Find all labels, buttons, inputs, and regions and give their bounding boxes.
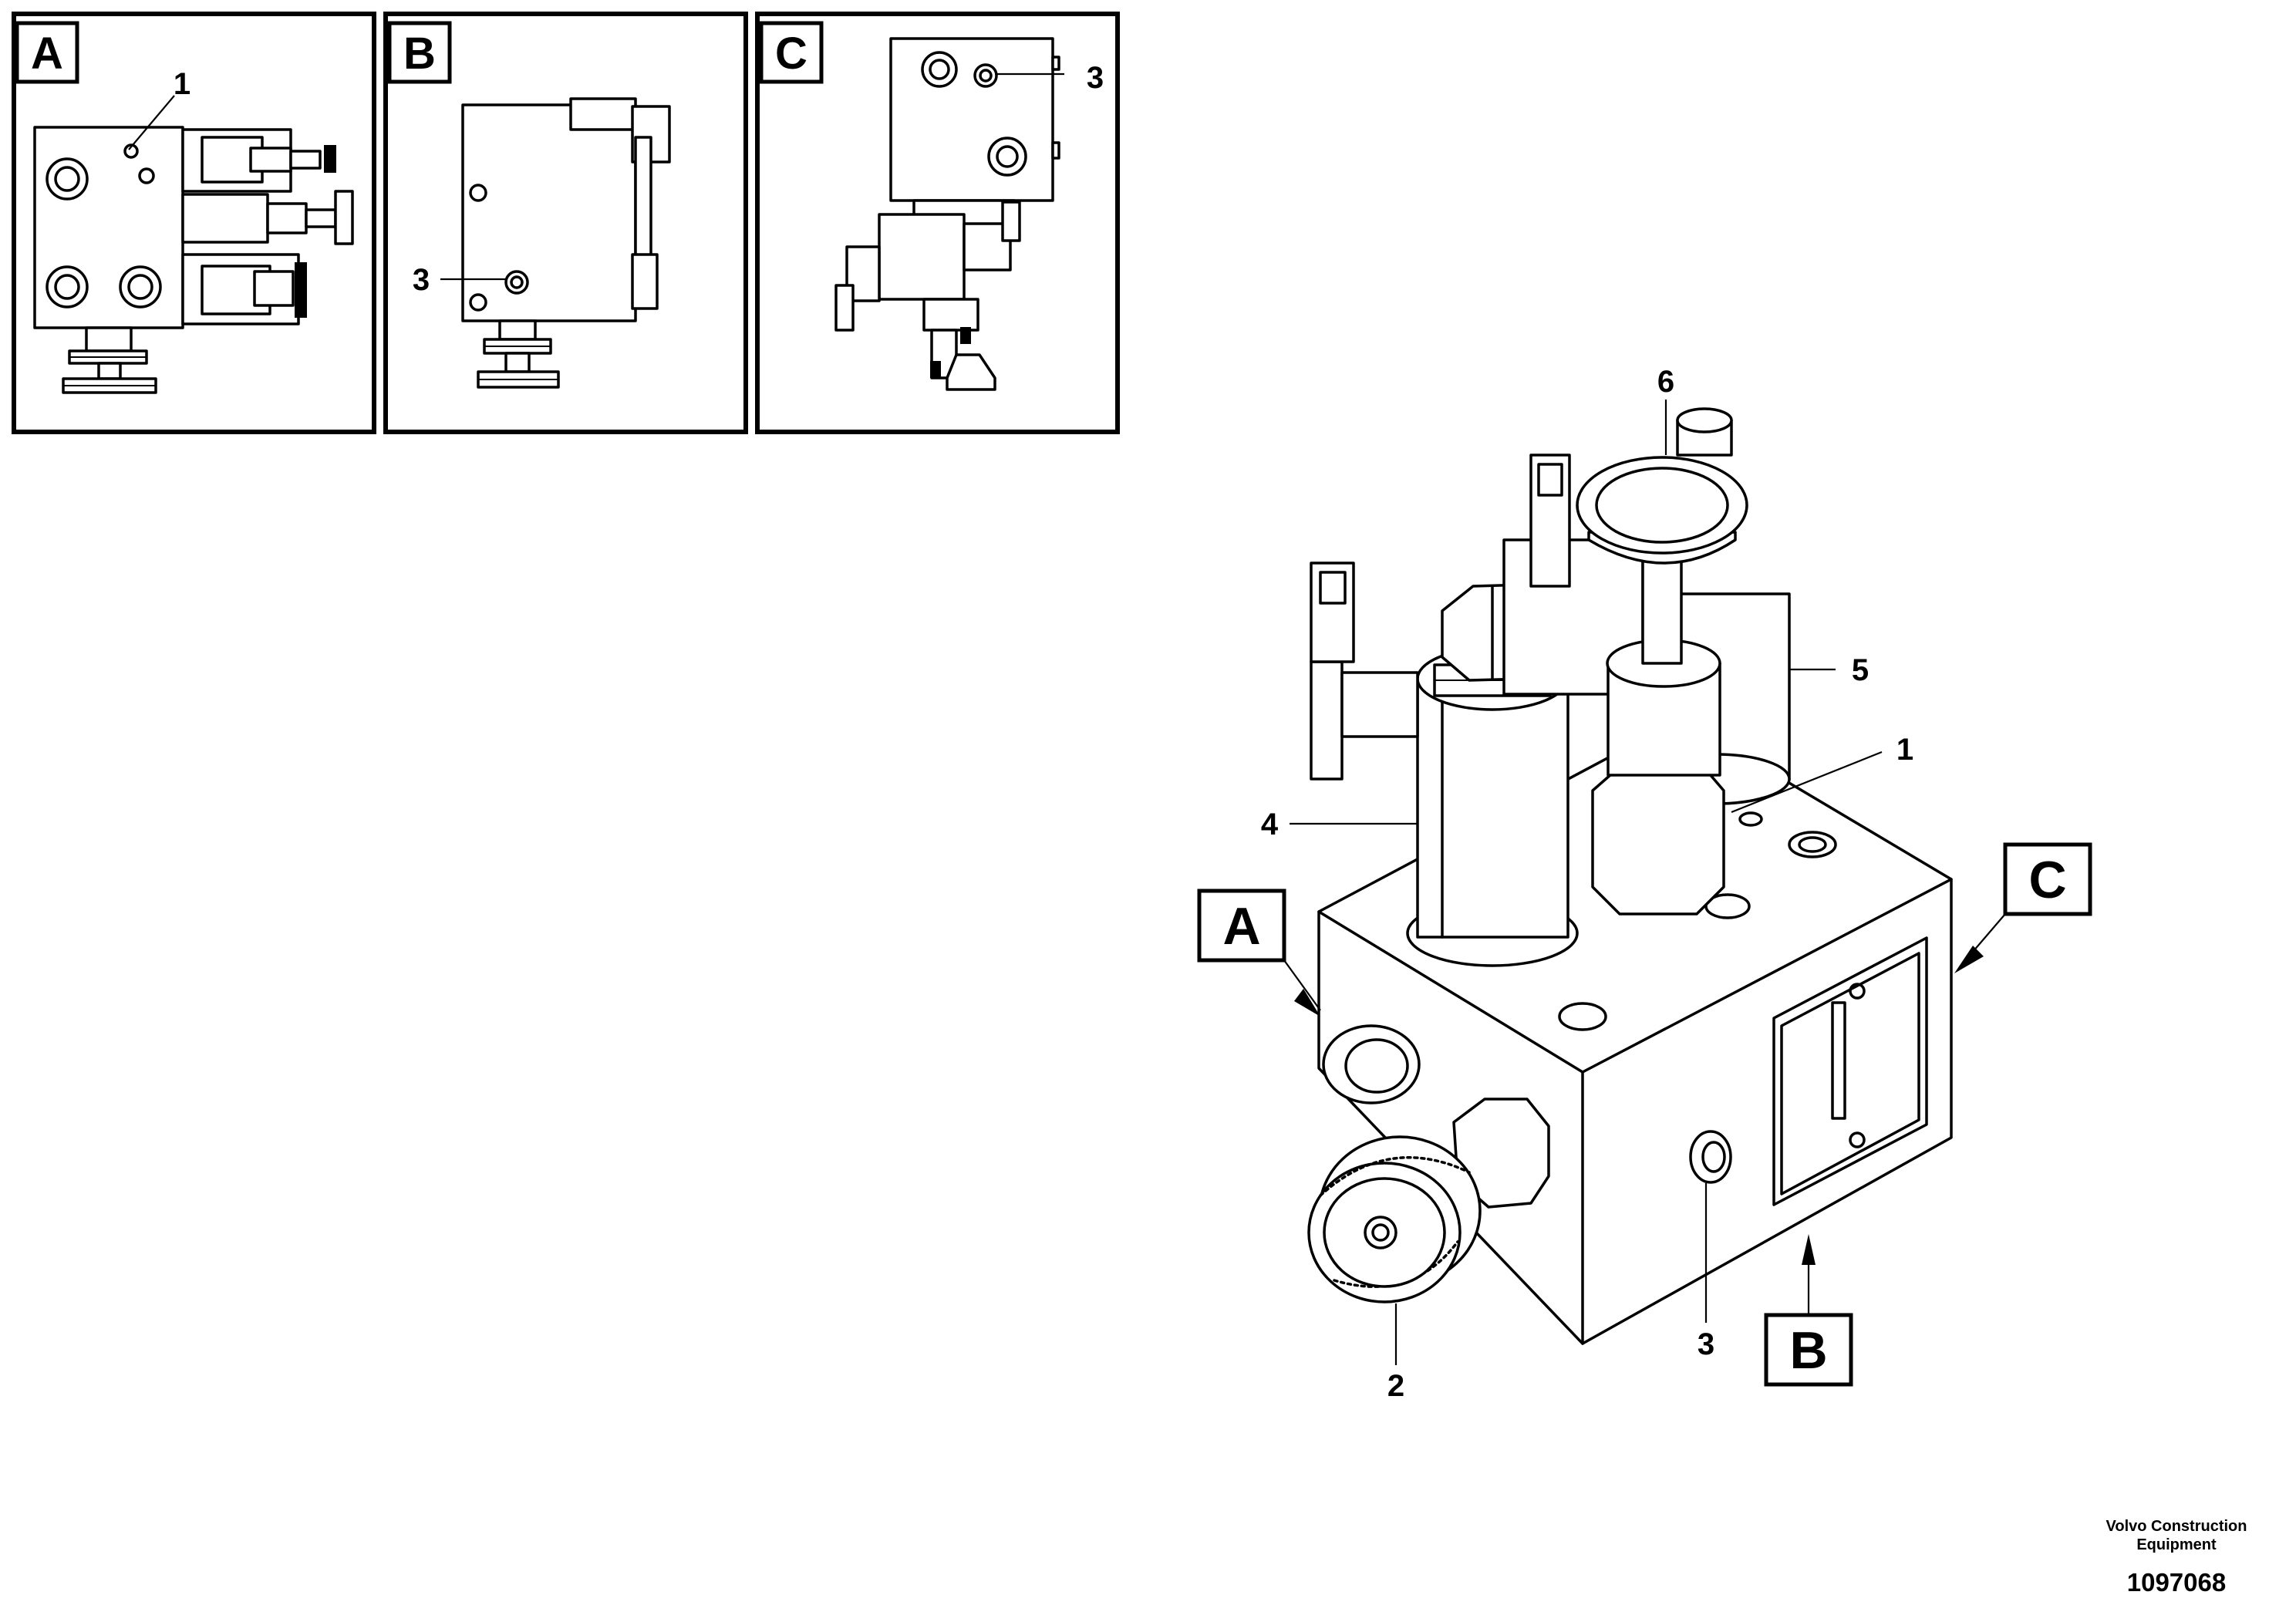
view-a-panel: A [12,12,376,434]
view-c-callout-3: 3 [1087,61,1104,95]
main-view-label-c: C [1954,842,2092,973]
view-a-callout-1: 1 [174,67,190,101]
callout-4: 4 [1261,808,1279,841]
view-a-valve [33,126,354,394]
view-b-valve [461,97,671,389]
svg-text:B: B [1789,1321,1827,1380]
view-b-label: B [403,29,436,79]
svg-text:A: A [1222,897,1260,956]
view-a-label-box [15,21,79,84]
main-view-label-a: A [1197,889,1321,1017]
callout-3: 3 [1698,1327,1714,1361]
view-b-label-box [387,21,452,84]
view-b-callout-3: 3 [413,263,430,297]
svg-text:C: C [2028,851,2066,909]
view-c-panel: C 3 [755,12,1120,434]
main-valve-assembly [1307,407,1953,1345]
view-c-label: C [775,29,807,79]
main-view-label-b: B [1764,1234,1853,1387]
callout-6: 6 [1657,365,1674,399]
view-b-panel: B 3 [383,12,748,434]
view-c-valve [834,37,1060,391]
callout-2: 2 [1387,1369,1404,1403]
view-a-label: A [31,29,63,79]
credit-company: Volvo Construction Equipment [2106,1518,2247,1553]
view-c-label-box [759,21,824,84]
callout-1: 1 [1896,733,1913,767]
callout-5: 5 [1852,653,1869,687]
drawing-number: 1097068 [2126,1568,2227,1597]
